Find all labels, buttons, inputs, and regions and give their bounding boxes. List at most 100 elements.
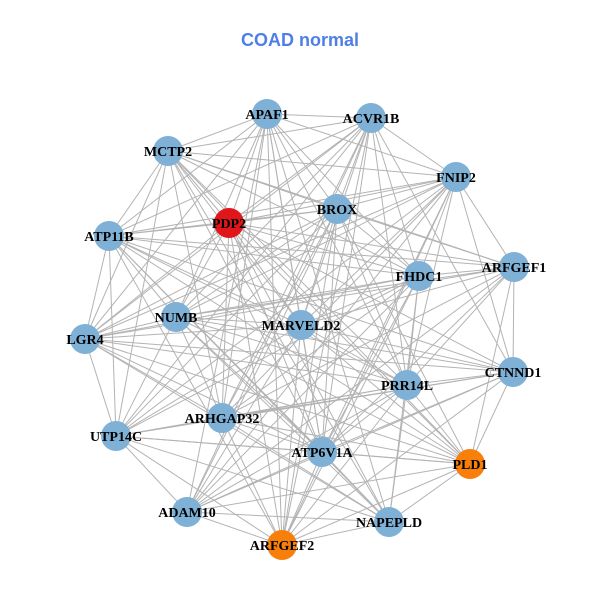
edge-CTNND1-PRR14L xyxy=(406,371,514,386)
node-circle xyxy=(207,403,237,433)
edge-MARVELD2-CTNND1 xyxy=(300,324,514,373)
edge-BROX-PRR14L xyxy=(336,208,408,386)
node-circle xyxy=(70,324,100,354)
edge-MCTP2-MARVELD2 xyxy=(167,150,302,326)
edge-UTP14C-ARFGEF2 xyxy=(115,435,283,546)
edge-PRR14L-ATP6V1A xyxy=(321,384,408,453)
node-label: ACVR1B xyxy=(343,112,400,127)
edge-FNIP2-LGR4 xyxy=(84,176,457,340)
edge-ATP6V1A-PLD1 xyxy=(321,451,471,465)
edge-ARHGAP32-ATP6V1A xyxy=(221,417,323,453)
edge-FHDC1-UTP14C xyxy=(115,275,420,437)
edge-MARVELD2-LGR4 xyxy=(84,324,302,340)
edge-ARFGEF1-ARHGAP32 xyxy=(221,266,515,419)
edge-MARVELD2-PLD1 xyxy=(300,324,471,465)
edge-ATP6V1A-ADAM10 xyxy=(186,451,323,513)
node-label: UTP14C xyxy=(90,430,142,445)
edge-FNIP2-CTNND1 xyxy=(455,176,514,373)
node-CTNND1: CTNND1 xyxy=(485,357,542,387)
edge-MCTP2-PRR14L xyxy=(167,150,408,386)
edge-ARFGEF1-ATP6V1A xyxy=(321,266,515,453)
edge-PRR14L-ADAM10 xyxy=(186,384,408,513)
edge-ACVR1B-ATP11B xyxy=(108,117,372,237)
edge-ACVR1B-ARFGEF2 xyxy=(281,117,372,546)
edge-PRR14L-PLD1 xyxy=(406,384,471,465)
edge-APAF1-FHDC1 xyxy=(266,113,420,277)
node-circle xyxy=(498,357,528,387)
node-PLD1: PLD1 xyxy=(453,449,488,479)
edge-ACVR1B-ARHGAP32 xyxy=(221,117,372,419)
edge-BROX-PLD1 xyxy=(336,208,471,465)
edge-ATP11B-ARFGEF1 xyxy=(108,235,515,268)
edge-PDP2-LGR4 xyxy=(84,222,230,340)
edge-PDP2-PLD1 xyxy=(228,222,471,465)
node-PRR14L: PRR14L xyxy=(381,370,433,400)
edge-MARVELD2-ARFGEF2 xyxy=(281,324,302,546)
node-circle xyxy=(286,310,316,340)
edge-PDP2-ATP6V1A xyxy=(228,222,323,453)
edge-ARFGEF1-PLD1 xyxy=(469,266,515,465)
edge-ARHGAP32-UTP14C xyxy=(115,417,223,437)
node-ARFGEF2: ARFGEF2 xyxy=(250,530,314,560)
node-FHDC1: FHDC1 xyxy=(396,261,443,291)
node-label: ARHGAP32 xyxy=(185,412,260,427)
edge-NUMB-ATP6V1A xyxy=(175,316,323,453)
edge-PDP2-MARVELD2 xyxy=(228,222,302,326)
edge-NUMB-CTNND1 xyxy=(175,316,514,373)
edge-APAF1-MCTP2 xyxy=(167,113,268,152)
edge-BROX-ATP6V1A xyxy=(321,208,338,453)
node-label: FNIP2 xyxy=(436,171,476,186)
node-label: MARVELD2 xyxy=(262,319,341,334)
node-circle xyxy=(374,507,404,537)
edge-PLD1-NAPEPLD xyxy=(388,463,471,523)
node-label: ATP6V1A xyxy=(291,446,353,461)
edge-LGR4-NAPEPLD xyxy=(84,338,390,523)
edge-FNIP2-ARFGEF1 xyxy=(455,176,515,268)
node-label: BROX xyxy=(317,203,357,218)
edge-LGR4-PLD1 xyxy=(84,338,471,465)
edge-ARFGEF1-FHDC1 xyxy=(418,266,515,277)
node-circle xyxy=(214,208,244,238)
node-label: PDP2 xyxy=(212,217,246,232)
edge-LGR4-UTP14C xyxy=(84,338,117,437)
node-label: ADAM10 xyxy=(158,506,216,521)
edge-MARVELD2-PRR14L xyxy=(300,324,408,386)
node-label: MCTP2 xyxy=(144,145,192,160)
edge-NUMB-PLD1 xyxy=(175,316,471,465)
edge-APAF1-ACVR1B xyxy=(266,113,372,119)
node-FNIP2: FNIP2 xyxy=(436,162,476,192)
edge-PLD1-ADAM10 xyxy=(186,463,471,513)
edge-BROX-LGR4 xyxy=(84,208,338,340)
edge-BROX-FHDC1 xyxy=(336,208,420,277)
edge-APAF1-PDP2 xyxy=(228,113,268,224)
edge-ATP6V1A-NAPEPLD xyxy=(321,451,390,523)
edge-APAF1-LGR4 xyxy=(84,113,268,340)
node-circle xyxy=(356,103,386,133)
edge-FNIP2-ARHGAP32 xyxy=(221,176,457,419)
edge-MCTP2-FHDC1 xyxy=(167,150,420,277)
edge-FHDC1-ARFGEF2 xyxy=(281,275,420,546)
node-label: CTNND1 xyxy=(485,366,542,381)
node-circle xyxy=(94,221,124,251)
edge-FNIP2-FHDC1 xyxy=(418,176,457,277)
edge-PLD1-ARFGEF2 xyxy=(281,463,471,546)
edge-ATP6V1A-ARFGEF2 xyxy=(281,451,323,546)
node-ARFGEF1: ARFGEF1 xyxy=(482,252,546,282)
edge-FNIP2-BROX xyxy=(336,176,457,210)
edge-FHDC1-ADAM10 xyxy=(186,275,420,513)
node-UTP14C: UTP14C xyxy=(90,421,142,451)
node-label: APAF1 xyxy=(245,108,288,123)
edge-ACVR1B-FNIP2 xyxy=(370,117,457,178)
edge-FNIP2-MARVELD2 xyxy=(300,176,457,326)
edge-PDP2-ARFGEF1 xyxy=(228,222,515,268)
edge-ATP11B-MARVELD2 xyxy=(108,235,302,326)
edge-ATP11B-NAPEPLD xyxy=(108,235,390,523)
chart-title: COAD normal xyxy=(240,30,359,50)
edge-MCTP2-FNIP2 xyxy=(167,150,457,178)
node-circle xyxy=(322,194,352,224)
node-label: FHDC1 xyxy=(396,270,443,285)
edge-PDP2-NUMB xyxy=(175,222,230,318)
node-LGR4: LGR4 xyxy=(66,324,104,354)
